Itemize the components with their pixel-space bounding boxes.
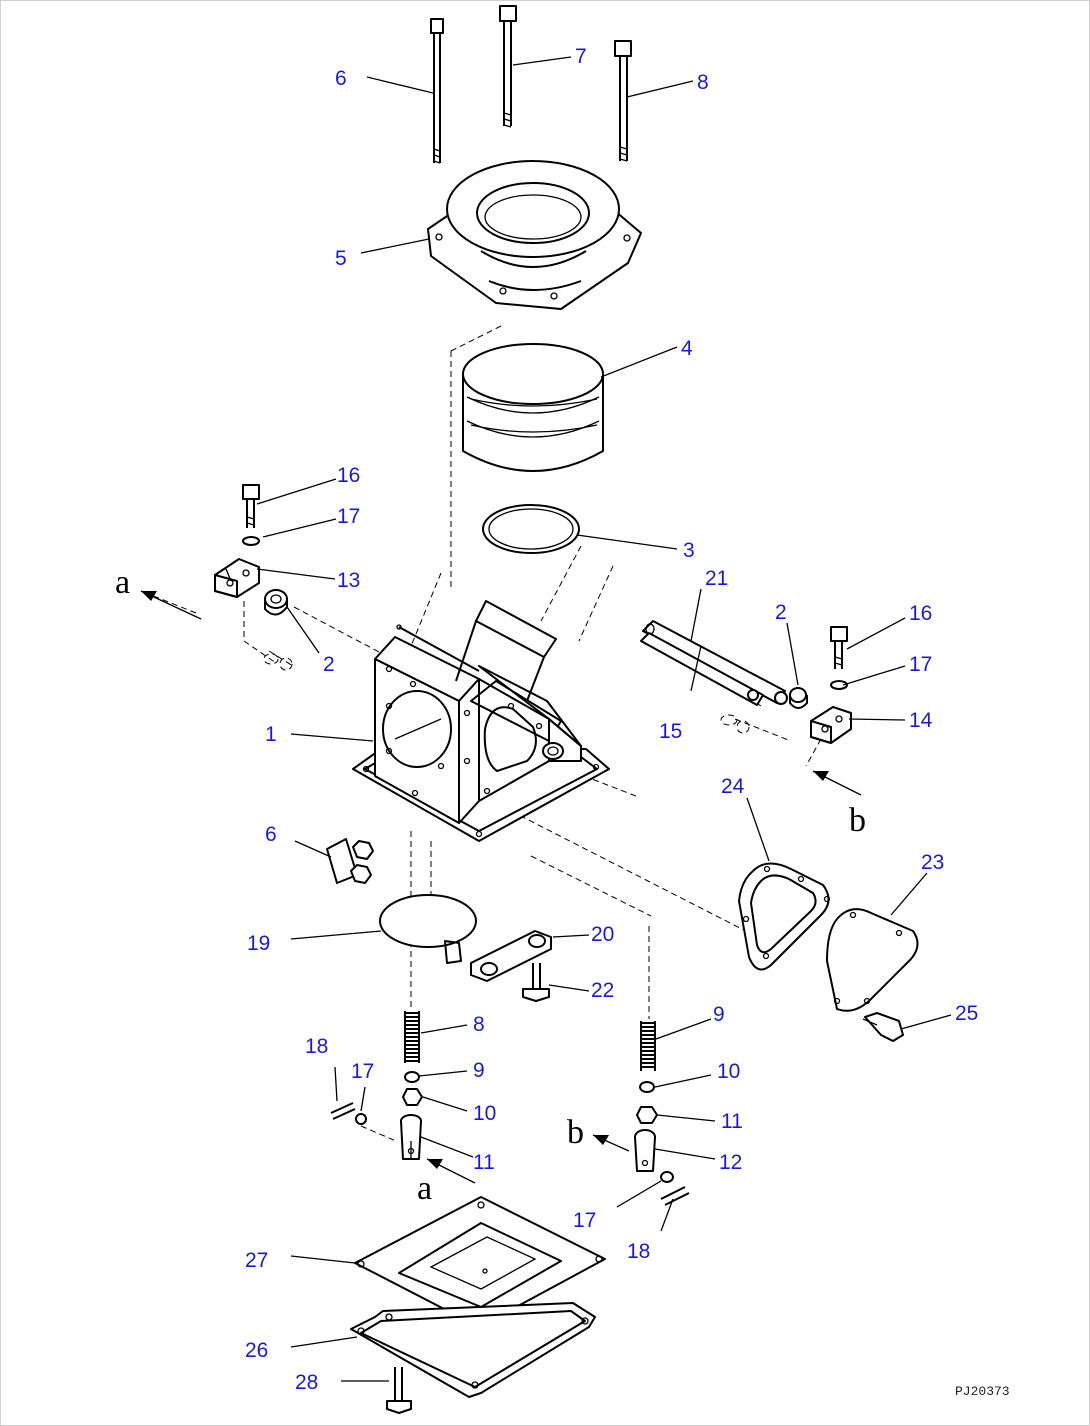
callout-12: 11 — [473, 1151, 495, 1174]
callout-3: 3 — [683, 539, 695, 562]
callout-11: 10 — [473, 1102, 496, 1125]
view-label-a-bottom: a — [417, 1170, 432, 1207]
bolt-22 — [522, 963, 550, 1002]
bracket-13-right — [810, 706, 852, 744]
cotter-18-right — [660, 1186, 690, 1206]
view-arrow-a-top — [140, 590, 202, 620]
plate-19 — [379, 894, 477, 964]
callout-11: 11 — [721, 1110, 743, 1133]
nut-11-right — [636, 1106, 658, 1124]
callout-9: 8 — [473, 1013, 485, 1036]
callout-10: 10 — [717, 1060, 740, 1083]
nut-plate-7 — [326, 838, 374, 884]
callout-15: 16 — [337, 464, 360, 487]
view-label-a-top: a — [115, 564, 130, 601]
bracket-13-left — [214, 558, 260, 598]
bolt-25 — [862, 1012, 904, 1042]
callout-16: 17 — [337, 505, 360, 528]
callout-1: 1 — [265, 723, 277, 746]
figure-code: PJ20373 — [955, 1384, 1010, 1399]
callout-9: 9 — [713, 1003, 725, 1026]
callout-2: 2 — [775, 601, 787, 624]
clevis-12-right — [634, 1129, 656, 1172]
clevis-12-left — [400, 1114, 422, 1160]
callout-24: 24 — [721, 775, 745, 798]
callout-20: 20 — [591, 923, 614, 946]
bolt-28 — [386, 1367, 412, 1414]
housing-1 — [352, 600, 610, 842]
callout-8: 7 — [575, 45, 587, 68]
callout-6: 6 — [335, 67, 347, 90]
washer-16-left — [242, 536, 260, 546]
callout-2: 2 — [323, 653, 335, 676]
callout-16: 17 — [909, 653, 932, 676]
callout-7: 6 — [265, 823, 277, 846]
pin-phantom-right — [720, 714, 750, 734]
callout-12: 12 — [719, 1151, 742, 1174]
callout-18: 18 — [627, 1240, 650, 1263]
view-label-b-bottom: b — [567, 1114, 584, 1151]
pin-17-right — [660, 1171, 674, 1183]
bolt-8-left — [499, 5, 517, 128]
bushing-2-right — [789, 687, 808, 709]
callout-17: 17 — [573, 1209, 596, 1232]
washer-10-right — [639, 1081, 655, 1093]
bellows-4 — [462, 343, 604, 472]
callout-14: 15 — [659, 720, 682, 743]
callout-18: 18 — [305, 1035, 328, 1058]
callout-5: 5 — [335, 247, 347, 270]
callout-27: 27 — [245, 1249, 268, 1272]
callout-4: 4 — [681, 337, 693, 360]
callout-22: 22 — [591, 979, 614, 1002]
callout-25: 25 — [955, 1002, 978, 1025]
bolt-15-left — [242, 484, 260, 528]
view-arrow-b-bottom — [592, 1134, 630, 1152]
callout-15: 16 — [909, 602, 932, 625]
leader-lines — [256, 56, 952, 1382]
callout-23: 23 — [921, 851, 944, 874]
washer-10-left — [404, 1071, 420, 1083]
pin-phantom-left — [263, 653, 293, 671]
shaft-21 — [642, 620, 788, 705]
callout-10: 9 — [473, 1059, 485, 1082]
base-plate-26 — [350, 1302, 596, 1398]
lever-14 — [640, 632, 764, 706]
view-arrow-b-right — [812, 770, 862, 796]
washer-16-right — [830, 680, 848, 690]
gasket-24 — [738, 862, 831, 971]
callout-8: 8 — [697, 71, 709, 94]
bolt-8-right — [614, 40, 632, 162]
cover-plate-27 — [354, 1196, 606, 1328]
seal-ring-3 — [482, 504, 580, 554]
bushing-2-left — [264, 589, 288, 616]
view-label-b-right: b — [849, 802, 866, 839]
callout-13: 13 — [337, 569, 360, 592]
callout-19: 19 — [247, 932, 270, 955]
pin-17-left — [355, 1113, 367, 1125]
nut-11-left — [402, 1088, 423, 1106]
spring-9-left — [404, 1011, 420, 1063]
flange-5 — [427, 160, 642, 310]
callout-26: 26 — [245, 1339, 268, 1362]
callout-28: 28 — [295, 1371, 318, 1394]
callout-21: 21 — [705, 567, 728, 590]
spring-9-right — [640, 1021, 656, 1071]
cover-23 — [826, 908, 919, 1012]
bolt-15-right — [830, 626, 848, 669]
cotter-18-left — [330, 1102, 356, 1120]
callout-17: 17 — [351, 1060, 374, 1083]
callout-13: 14 — [909, 709, 933, 732]
bracket-20 — [470, 930, 552, 982]
view-arrow-a-bottom — [426, 1158, 476, 1184]
bolt-6 — [430, 18, 444, 164]
